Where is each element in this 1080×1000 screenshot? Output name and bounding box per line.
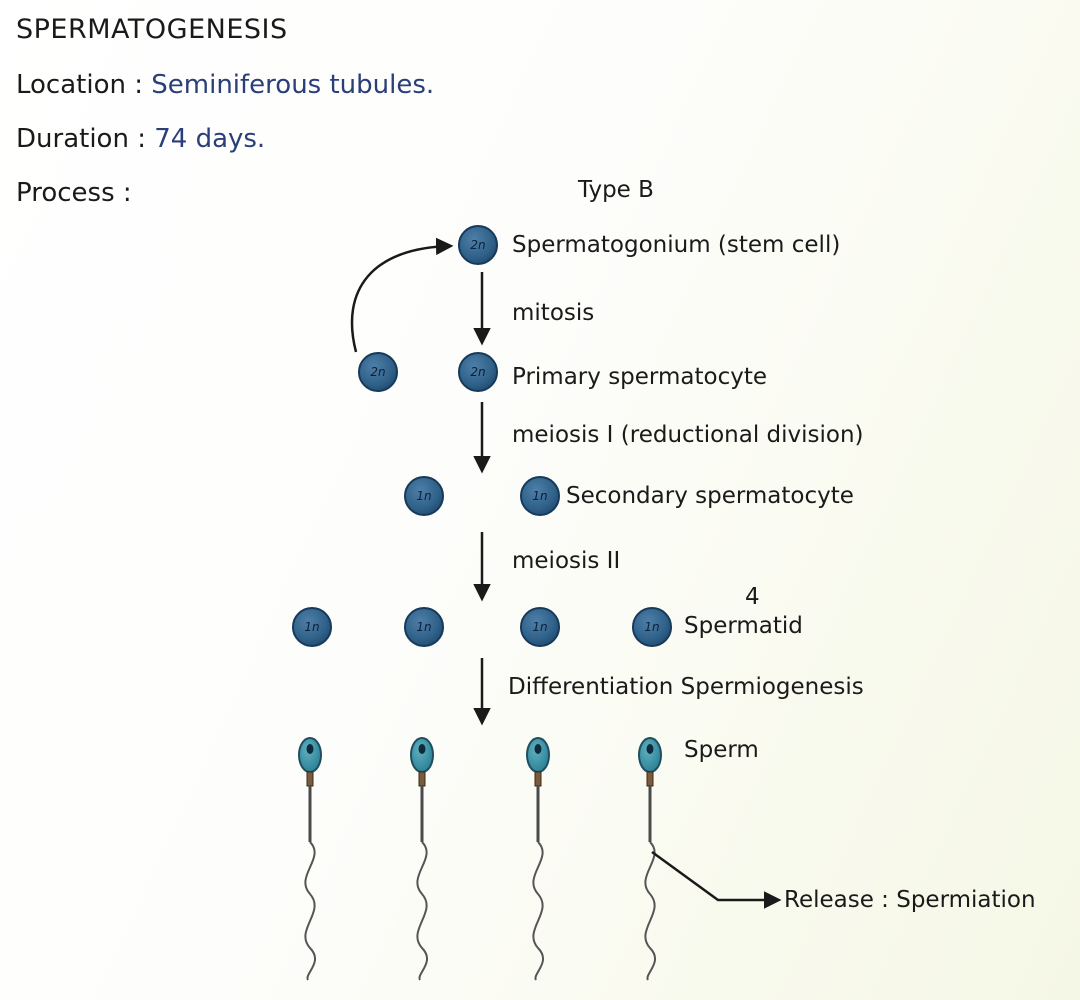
sperm-cell-4: [638, 737, 662, 981]
stem-cell-renewed: 2n: [358, 352, 398, 392]
primary-spermatocyte-cell: 2n: [458, 352, 498, 392]
spermatid-4-ploidy: 1n: [644, 620, 659, 634]
meiosis1-label: meiosis I (reductional division): [512, 422, 864, 448]
secondary-spermatocyte-cell-1: 1n: [404, 476, 444, 516]
sperm-cell-1: [298, 737, 322, 981]
spermatid-2-ploidy: 1n: [416, 620, 431, 634]
stem-cell-ploidy: 2n: [370, 365, 385, 379]
spermatogonium-cell: 2n: [458, 225, 498, 265]
duration-value: 74 days.: [154, 124, 266, 154]
secondary-2-ploidy: 1n: [532, 489, 547, 503]
spermatid-label: Spermatid: [684, 613, 803, 639]
location-label: Location :: [16, 70, 143, 100]
process-label: Process :: [16, 178, 132, 208]
spermatid-3-ploidy: 1n: [532, 620, 547, 634]
secondary-spermatocyte-cell-2: 1n: [520, 476, 560, 516]
spermatid-cell-2: 1n: [404, 607, 444, 647]
release-label: Release : Spermiation: [784, 887, 1036, 913]
secondary-1-ploidy: 1n: [416, 489, 431, 503]
type-b-label: Type B: [577, 177, 654, 203]
spermatid-cell-1: 1n: [292, 607, 332, 647]
spermatid-cell-4: 1n: [632, 607, 672, 647]
page-title: SPERMATOGENESIS: [16, 14, 288, 45]
secondary-spermatocyte-label: Secondary spermatocyte: [566, 483, 854, 509]
duration-row: Duration : 74 days.: [16, 124, 265, 154]
release-arrow: [651, 850, 782, 909]
spermatogonium-ploidy: 2n: [470, 238, 485, 252]
location-value: Seminiferous tubules.: [151, 70, 435, 100]
sperm-label: Sperm: [684, 737, 759, 763]
self-renewal-arrow: [350, 237, 454, 353]
differentiation-label: Differentiation Spermiogenesis: [508, 674, 864, 700]
process-row: Process :: [16, 178, 132, 208]
primary-ploidy: 2n: [470, 365, 485, 379]
duration-label: Duration :: [16, 124, 146, 154]
spermatid-1-ploidy: 1n: [304, 620, 319, 634]
spermatid-count: 4: [745, 584, 760, 610]
primary-spermatocyte-label: Primary spermatocyte: [512, 364, 767, 390]
location-row: Location : Seminiferous tubules.: [16, 70, 434, 100]
spermatid-cell-3: 1n: [520, 607, 560, 647]
mitosis-label: mitosis: [512, 300, 594, 326]
meiosis2-label: meiosis II: [512, 548, 620, 574]
spermatogonium-label: Spermatogonium (stem cell): [512, 232, 840, 258]
sperm-cell-2: [410, 737, 434, 981]
sperm-cell-3: [526, 737, 550, 981]
